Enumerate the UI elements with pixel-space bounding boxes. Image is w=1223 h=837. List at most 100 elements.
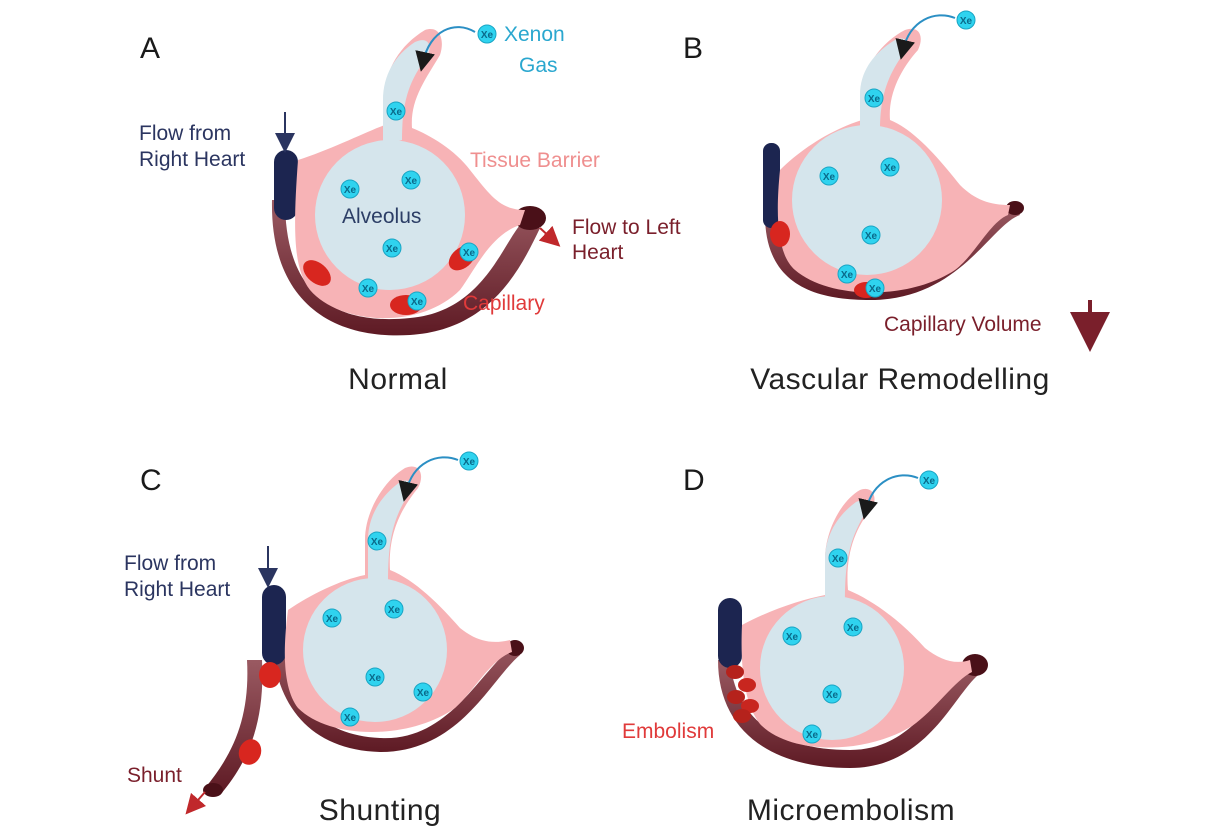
svg-text:Xe: Xe [386, 244, 399, 255]
panel-letter: A [140, 32, 160, 65]
flow-to-label-line1: Flow to Left [572, 216, 681, 239]
xenon-atom-icon: Xe [865, 278, 885, 298]
xenon-atom-icon: Xe [367, 531, 387, 551]
panel-letter: D [683, 464, 705, 497]
svg-text:Xe: Xe [869, 284, 882, 295]
svg-text:Xe: Xe [463, 248, 476, 259]
red-blood-cell-icon [726, 665, 744, 679]
red-blood-cell-icon [259, 662, 281, 688]
flow-to-arrow [538, 225, 561, 247]
svg-text:Xe: Xe [884, 163, 897, 174]
venous-segment [274, 150, 298, 220]
xenon-inflow-arrow [398, 456, 459, 502]
svg-text:Xe: Xe [362, 284, 375, 295]
venous-segment [262, 585, 286, 665]
embolism-label: Embolism [622, 720, 714, 743]
red-blood-cell-icon [238, 739, 262, 765]
svg-text:Xe: Xe [405, 176, 418, 187]
panel-caption: Vascular Remodelling [750, 363, 1050, 396]
capillary-label: Capillary [463, 292, 545, 315]
xenon-atom-icon: Xe [459, 242, 479, 262]
svg-text:Xe: Xe [388, 605, 401, 616]
venous-segment [718, 598, 742, 668]
xenon-atom-icon: Xe [880, 157, 900, 177]
flow-from-label-line2: Right Heart [139, 148, 245, 171]
embolism-cluster [726, 665, 759, 723]
panel-caption: Microembolism [747, 794, 955, 827]
svg-text:Xe: Xe [832, 554, 845, 565]
tissue-barrier-label: Tissue Barrier [470, 149, 600, 172]
alveolus [315, 140, 465, 290]
svg-text:Xe: Xe [865, 231, 878, 242]
svg-text:Xe: Xe [923, 476, 936, 487]
flow-to-label-line2: Heart [572, 241, 624, 264]
xenon-atom-icon: Xe [837, 264, 857, 284]
xenon-atom-icon: Xe [828, 548, 848, 568]
panel-caption: Shunting [319, 794, 441, 827]
capillary-vessel [271, 200, 540, 336]
shunt-outlet [203, 783, 223, 797]
red-blood-cell-icon [741, 699, 759, 713]
svg-text:Xe: Xe [786, 632, 799, 643]
alveolus [760, 596, 904, 740]
panel-letter: B [683, 32, 703, 65]
svg-text:Xe: Xe [411, 297, 424, 308]
svg-text:Xe: Xe [841, 270, 854, 281]
svg-text:Xe: Xe [390, 107, 403, 118]
svg-text:Xe: Xe [344, 185, 357, 196]
xenon-atom-icon: Xe [340, 707, 360, 727]
flow-from-label-line1: Flow from [124, 552, 216, 575]
xenon-atom-icon: Xe [358, 278, 378, 298]
capillary-volume-label: Capillary Volume [884, 313, 1042, 336]
svg-text:Xe: Xe [806, 730, 819, 741]
xenon-inflow-arrow [895, 14, 956, 60]
xenon-atom-icon: Xe [413, 682, 433, 702]
alveolus-label: Alveolus [342, 205, 421, 228]
svg-text:Xe: Xe [847, 623, 860, 634]
red-blood-cell-icon [738, 678, 756, 692]
xenon-label-line2: Gas [519, 54, 558, 77]
svg-text:Xe: Xe [344, 713, 357, 724]
xenon-inflow-arrow [415, 26, 476, 72]
svg-text:Xe: Xe [481, 30, 494, 41]
svg-text:Xe: Xe [371, 537, 384, 548]
panel-b: B Xe Xe Xe Xe Xe Xe Xe Capillary Volume … [683, 10, 1110, 396]
xenon-atom-icon: Xe [386, 101, 406, 121]
capillary-vessel [272, 640, 520, 752]
svg-text:Xe: Xe [417, 688, 430, 699]
alveolus [792, 125, 942, 275]
xenon-atom-icon: Xe [365, 667, 385, 687]
panel-c: C Xe Xe Xe Xe Xe Xe Xe Flow from Right H… [124, 451, 524, 827]
xenon-atom-icon: Xe [477, 24, 497, 44]
xenon-atom-icon: Xe [843, 617, 863, 637]
svg-text:Xe: Xe [463, 457, 476, 468]
panel-d: D Xe Xe Xe Xe Xe Xe Embolism Microemboli… [622, 464, 988, 827]
xenon-atom-icon: Xe [802, 724, 822, 744]
xenon-atom-icon: Xe [822, 684, 842, 704]
svg-text:Xe: Xe [868, 94, 881, 105]
xenon-atom-icon: Xe [864, 88, 884, 108]
xenon-label-line1: Xenon [504, 23, 565, 46]
svg-text:Xe: Xe [369, 673, 382, 684]
xenon-atom-icon: Xe [340, 179, 360, 199]
xenon-atom-icon: Xe [956, 10, 976, 30]
panel-a: A Xe Xe Xe Xe Xe Xe Xe Xe Xenon Gas Flow… [139, 23, 681, 396]
xenon-atom-icon: Xe [322, 608, 342, 628]
red-blood-cell-icon [303, 260, 331, 286]
red-blood-cell-icon [727, 690, 745, 704]
xenon-atom-icon: Xe [919, 470, 939, 490]
shunt-arrow [185, 791, 207, 815]
xenon-atom-icon: Xe [407, 291, 427, 311]
svg-text:Xe: Xe [823, 172, 836, 183]
xenon-atom-icon: Xe [861, 225, 881, 245]
svg-text:Xe: Xe [960, 16, 973, 27]
venous-segment [763, 143, 780, 228]
panel-letter: C [140, 464, 162, 497]
xenon-atom-icon: Xe [459, 451, 479, 471]
xenon-atom-icon: Xe [782, 626, 802, 646]
capillary-vessel [718, 660, 982, 768]
xenon-atom-icon: Xe [382, 238, 402, 258]
xenon-atom-icon: Xe [819, 166, 839, 186]
capillary-outlet [1006, 201, 1024, 215]
xenon-inflow-arrow [858, 474, 919, 520]
